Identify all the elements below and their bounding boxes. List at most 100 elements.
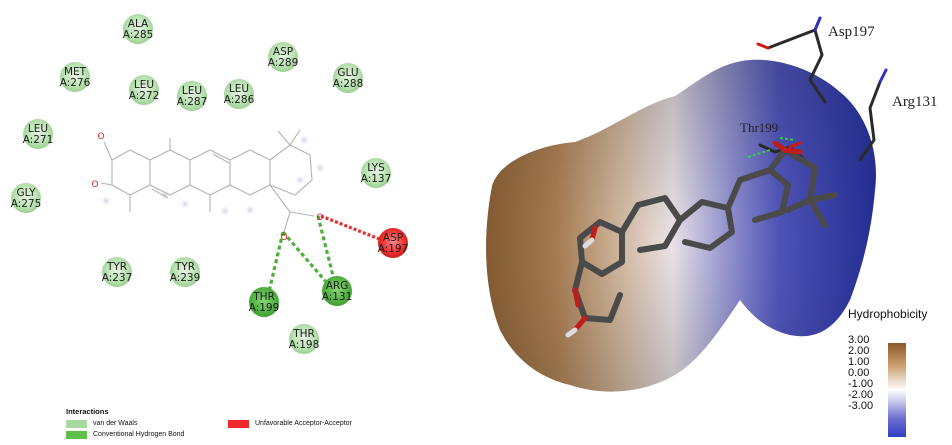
residue-number: A:287 (177, 96, 208, 108)
legend-title: Interactions (66, 407, 109, 416)
residue-name: LEU (28, 123, 48, 135)
asp197-stick (766, 28, 827, 104)
residue-thr198[interactable]: THR A:198 (289, 324, 320, 354)
ligand-atom-halo (219, 205, 231, 217)
carboxyl-bond (283, 211, 291, 233)
ligand-methyl (807, 197, 828, 228)
residue-disc (249, 287, 279, 317)
oxygen-atom: O (316, 213, 323, 223)
ligand-heteroatoms (565, 140, 803, 338)
ligand-atom-halo (244, 204, 256, 216)
residue-leu286[interactable]: LEU A:286 (224, 79, 255, 109)
ligand-skeleton (100, 129, 326, 233)
residue-gly275[interactable]: GLY A:275 (11, 183, 42, 213)
ligand-hydrogen-bond (582, 237, 595, 249)
oxygen-atoms: O O O O (91, 132, 323, 243)
residue-disc (11, 183, 41, 213)
ligand-atom-halo (294, 174, 306, 186)
residue-disc (224, 79, 254, 109)
ring-b (149, 149, 191, 196)
hbond-line-arg131-b (316, 215, 337, 285)
residue-tyr239[interactable]: TYR A:239 (170, 257, 201, 287)
hydrophobicity-color-bar (888, 343, 906, 437)
residue-number: A:288 (333, 78, 364, 90)
residue-lys137[interactable]: LYS A:137 (361, 158, 392, 188)
hbond-line-thr199 (266, 231, 285, 297)
residue-discs: ALA A:285 MET A:276 LEU A:272 LEU A:287 … (11, 14, 409, 354)
surface-hbond-dashes (747, 137, 796, 158)
arg131-nitrogen-bond (878, 68, 888, 84)
residue-number: A:237 (102, 272, 133, 284)
interaction-diagram-2d: O O O O ALA A:285 MET A:276 LEU A:272 LE… (11, 14, 409, 354)
residue-leu287[interactable]: LEU A:287 (177, 81, 208, 111)
protein-surface-shading (486, 59, 876, 392)
residue-name: ASP (273, 46, 293, 58)
residue-ala285[interactable]: ALA A:285 (123, 14, 154, 44)
hydrophobicity-title: Hydrophobicity (848, 307, 928, 321)
residue-number: A:137 (361, 173, 392, 185)
label-arg131: Arg131 (892, 94, 938, 110)
label-thr199: Thr199 (740, 120, 778, 135)
thr199-oxygen-bond (788, 141, 802, 149)
residue-number: A:276 (60, 77, 91, 89)
double-bond (212, 153, 230, 164)
residue-sticks (756, 16, 888, 162)
ligand-oxygen-bond (782, 147, 803, 155)
ring-a (111, 149, 151, 196)
residue-disc (322, 276, 352, 306)
methyl-bond (277, 130, 291, 146)
residue-disc (378, 228, 408, 258)
residue-arg131[interactable]: ARG A:131 (322, 276, 353, 306)
legend-row: van der Waals Unfavorable Acceptor-Accep… (66, 420, 366, 431)
residue-disc (102, 257, 132, 287)
residue-met276[interactable]: MET A:276 (60, 62, 91, 92)
docking-surface-3d: Asp197 Arg131 Thr199 (486, 16, 938, 392)
legend-row: Conventional Hydrogen Bond (66, 431, 366, 442)
ligand-ring (677, 199, 735, 251)
residue-number: A:131 (322, 291, 353, 303)
residue-number: A:286 (224, 94, 255, 106)
residue-name: MET (64, 66, 87, 78)
scale-value: 2.00 (848, 345, 870, 357)
scale-value: -1.00 (848, 378, 874, 390)
residue-leu271[interactable]: LEU A:271 (23, 119, 54, 149)
ligand-ring (619, 195, 683, 253)
oxygen-atom: O (280, 233, 287, 243)
residue-name: GLU (337, 67, 358, 79)
legend-swatch-unfavorable (228, 420, 249, 428)
residue-asp197[interactable]: ASP A:197 (378, 228, 409, 258)
residue-number: A:289 (268, 57, 299, 69)
residue-disc (123, 14, 153, 44)
interaction-lines (266, 214, 383, 297)
scale-value: 3.00 (848, 334, 870, 346)
ligand-oxygen-bond (572, 315, 588, 333)
residue-disc (170, 257, 200, 287)
ring-c (189, 149, 231, 196)
methyl-bond (289, 129, 301, 146)
residue-number: A:198 (289, 339, 320, 351)
residue-asp289[interactable]: ASP A:289 (268, 42, 299, 72)
residue-glu288[interactable]: GLU A:288 (333, 63, 364, 93)
residue-disc (268, 42, 298, 72)
residue-disc (60, 62, 90, 92)
residue-thr199[interactable]: THR A:199 (249, 287, 280, 317)
residue-number: A:271 (23, 134, 54, 146)
residue-name: ALA (128, 18, 149, 30)
residue-leu272[interactable]: LEU A:272 (129, 75, 160, 105)
hydrophobicity-scale-values: 3.00 2.00 1.00 0.00 -1.00 -2.00 -3.00 (848, 335, 873, 412)
arg131-stick (858, 80, 882, 162)
residue-tyr237[interactable]: TYR A:237 (102, 257, 133, 287)
residue-number: A:197 (378, 243, 409, 255)
ligand-atom-halo (298, 134, 310, 146)
residue-name: LEU (134, 79, 154, 91)
hydroxyl-bond (103, 141, 113, 161)
double-bond (151, 188, 169, 199)
residue-number: A:199 (249, 302, 280, 314)
ring-d (229, 149, 271, 196)
residue-number: A:239 (170, 272, 201, 284)
legend-swatch-vdw (66, 420, 87, 428)
unfavorable-line-asp197 (320, 214, 383, 242)
ligand-methyl (807, 192, 838, 203)
ligand-ring (725, 167, 791, 223)
residue-disc (333, 63, 363, 93)
